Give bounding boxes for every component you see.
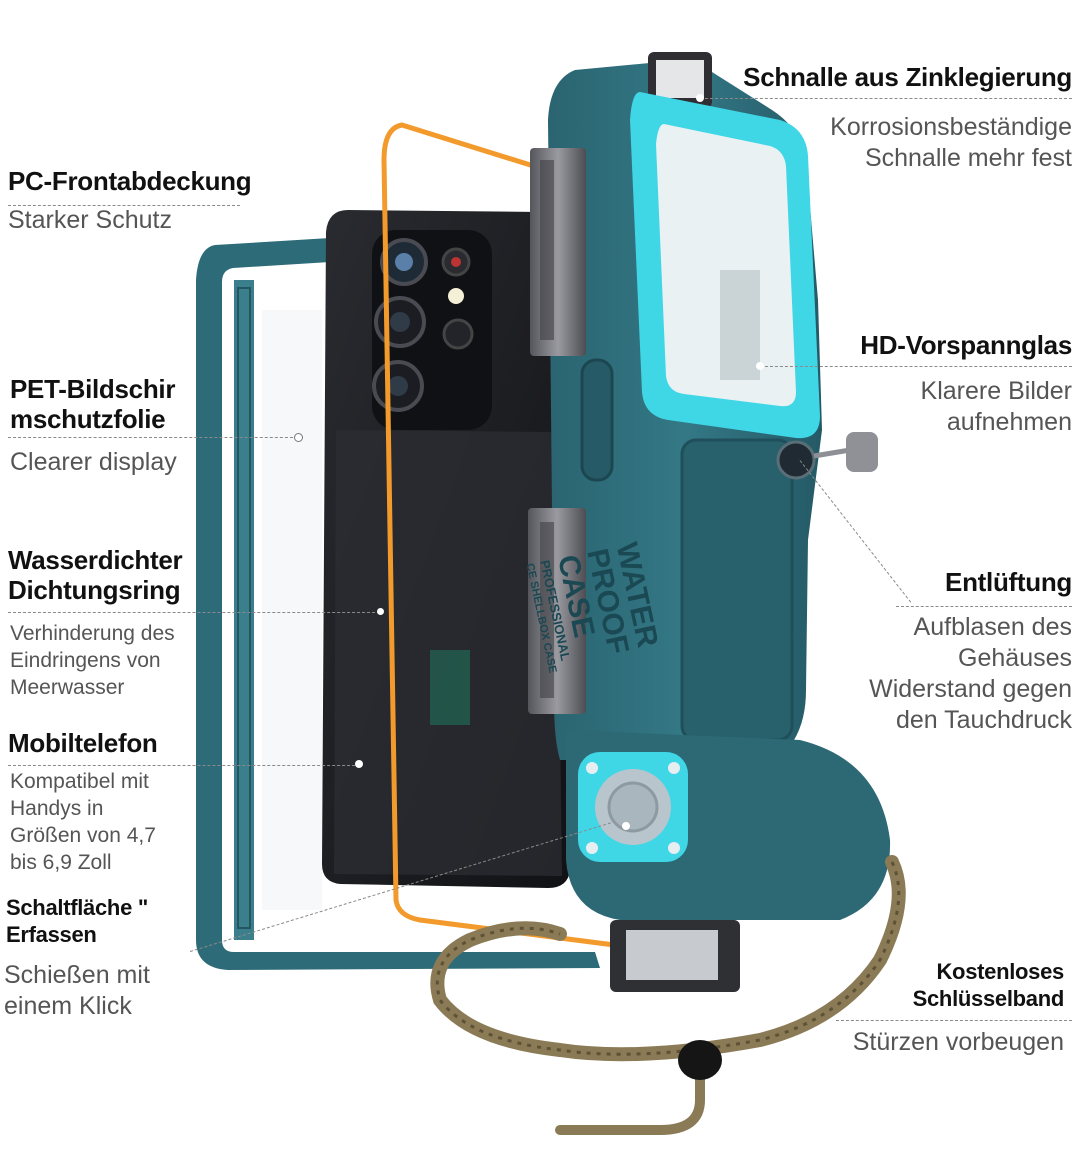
vent-desc-line-3: Widerstand gegen [869, 675, 1072, 703]
phone-desc: Kompatibel mit Handys in Größen von 4,7 … [10, 768, 156, 876]
anchor-dot-screen-film [294, 433, 303, 442]
glass-desc-line-2: aufnehmen [946, 408, 1072, 436]
capture-button-title: Schaltfläche " Erfassen [6, 894, 148, 948]
screen-film-title-line-1: PET-Bildschir [10, 374, 176, 404]
buckle-desc-line-1: Korrosionsbeständige [830, 113, 1072, 141]
capture-button-title-line-2: Erfassen [6, 922, 97, 947]
lanyard-title-line-1: Kostenloses [936, 959, 1064, 984]
phone-title: Mobiltelefon [8, 728, 158, 758]
case-body [528, 52, 891, 992]
front-cover-title: PC-Frontabdeckung [8, 166, 252, 196]
phone-desc-line-1: Kompatibel mit [10, 770, 149, 793]
lanyard-title-line-2: Schlüsselband [912, 986, 1065, 1011]
anchor-dot-seal [377, 608, 384, 615]
lanyard [430, 855, 906, 1135]
vent-title: Entlüftung [945, 567, 1072, 597]
seal-ring-desc-line-1: Verhinderung des [10, 622, 175, 645]
vent-desc-line-2: Gehäuses [958, 644, 1072, 672]
leader-screen-film [8, 437, 298, 438]
phone-desc-line-2: Handys in [10, 797, 104, 820]
leader-lanyard [836, 1020, 1072, 1021]
capture-button-title-line-1: Schaltfläche " [6, 895, 148, 920]
screen-film-title: PET-Bildschir mschutzfolie [10, 374, 175, 434]
front-cover-frame [196, 238, 600, 970]
glass-desc: Klarere Bilder aufnehmen [921, 376, 1072, 438]
leader-vent [896, 606, 1072, 607]
glass-title: HD-Vorspannglas [860, 330, 1072, 360]
phone-desc-line-3: Größen von 4,7 [10, 824, 156, 847]
lanyard-desc: Stürzen vorbeugen [852, 1028, 1064, 1056]
leader-seal-ring [8, 612, 380, 613]
seal-ring-title: Wasserdichter Dichtungsring [8, 545, 183, 605]
capture-button-desc-line-1: Schießen mit [4, 961, 150, 989]
leader-phone [8, 765, 360, 766]
buckle-title: Schnalle aus Zinklegierung [743, 62, 1072, 92]
glass-desc-line-1: Klarere Bilder [920, 377, 1072, 405]
leader-glass [760, 366, 1072, 367]
phone-desc-line-4: bis 6,9 Zoll [10, 851, 112, 874]
anchor-dot-buckle [696, 94, 704, 102]
seal-ring-desc-line-2: Eindringens von [10, 649, 161, 672]
seal-ring-title-line-2: Dichtungsring [8, 575, 181, 605]
seal-ring-title-line-1: Wasserdichter [8, 545, 183, 575]
capture-button-desc: Schießen mit einem Klick [4, 960, 150, 1022]
screen-film-title-line-2: mschutzfolie [10, 404, 166, 434]
vent-desc-line-1: Aufblasen des [913, 613, 1072, 641]
anchor-dot-capture [622, 822, 630, 830]
anchor-dot-phone [355, 760, 363, 768]
seal-ring-desc-line-3: Meerwasser [10, 676, 125, 699]
front-cover-desc: Starker Schutz [8, 206, 172, 234]
anchor-dot-glass [756, 362, 764, 370]
capture-button-desc-line-2: einem Klick [4, 992, 132, 1020]
seal-ring-desc: Verhinderung des Eindringens von Meerwas… [10, 620, 175, 701]
leader-buckle [700, 98, 1072, 99]
vent-desc-line-4: den Tauchdruck [895, 706, 1072, 734]
buckle-desc-line-2: Schnalle mehr fest [864, 144, 1072, 172]
lanyard-title: Kostenloses Schlüsselband [912, 958, 1065, 1012]
phone-body [322, 210, 570, 888]
leader-front-cover [8, 205, 240, 206]
buckle-desc: Korrosionsbeständige Schnalle mehr fest [830, 112, 1072, 174]
screen-film-desc: Clearer display [10, 448, 177, 476]
vent-desc: Aufblasen des Gehäuses Widerstand gegen … [869, 612, 1072, 736]
